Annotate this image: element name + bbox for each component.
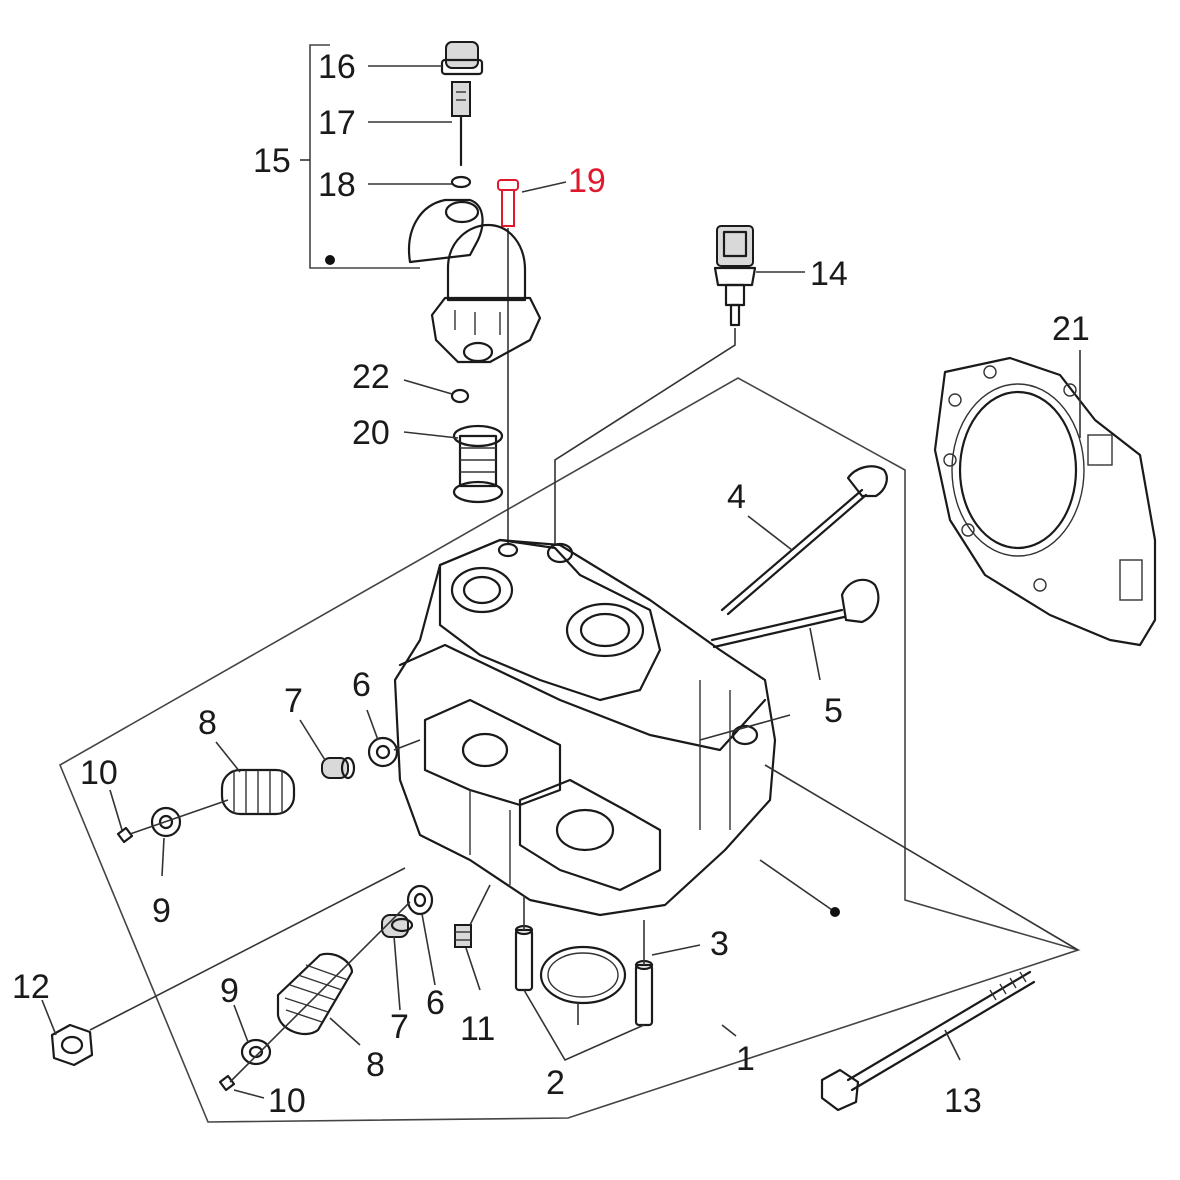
- callout-7-upper: 7: [284, 682, 303, 720]
- valve-seal-part-6-lower: [406, 884, 434, 916]
- leader-6-lower: [421, 913, 436, 986]
- pin-part-11: [454, 924, 472, 948]
- callout-9-lower: 9: [220, 972, 239, 1010]
- leader-22: [403, 379, 453, 395]
- lower-valve-axis: [229, 901, 411, 1083]
- thermostat-housing: [407, 198, 542, 364]
- callout-19: 19: [568, 162, 606, 200]
- leader-10-upper: [109, 789, 123, 831]
- callout-1: 1: [736, 1040, 755, 1078]
- thermostat-group-bracket: [309, 44, 420, 269]
- dowel-pin-part-2-left: [514, 924, 534, 992]
- cylinder-head-part-1: [393, 538, 777, 917]
- cap-part-16: [440, 41, 484, 76]
- cylinder-head-assembly-frame: [58, 377, 1081, 1123]
- callout-20: 20: [352, 414, 390, 452]
- spring-retainer-part-9-lower: [240, 1038, 272, 1066]
- callout-5: 5: [824, 692, 843, 730]
- bleed-screw-part-17: [451, 81, 471, 167]
- o-ring-part-3-inner: [547, 952, 619, 998]
- callout-21: 21: [1052, 310, 1090, 348]
- dowel-pin-part-2-right: [634, 959, 654, 1027]
- head-right-tick: [699, 714, 791, 741]
- pin-11-axis: [469, 884, 491, 926]
- leader-9-lower: [233, 1004, 249, 1043]
- leader-8-upper: [215, 741, 241, 773]
- callout-2: 2: [546, 1064, 565, 1102]
- leader-20: [403, 431, 459, 439]
- valve-guide-seal-part-7-lower: [381, 914, 414, 938]
- callout-7-lower: 7: [390, 1008, 409, 1046]
- leader-7-upper: [299, 719, 326, 761]
- callout-4: 4: [727, 478, 746, 516]
- leader-13: [944, 1029, 961, 1061]
- valve-guide-seal-part-7-upper: [321, 756, 356, 780]
- nut-12-leader: [89, 867, 406, 1031]
- temperature-sensor-part-14: [713, 225, 757, 327]
- spring-retainer-part-9-upper: [150, 806, 182, 838]
- callout-3: 3: [710, 925, 729, 963]
- bolt-part-19: [497, 179, 519, 227]
- callout-18: 18: [318, 166, 356, 204]
- valve-key-part-10-lower: [218, 1074, 236, 1092]
- callout-8-lower: 8: [366, 1046, 385, 1084]
- bracket-dot: [325, 255, 335, 265]
- callout-16: 16: [318, 48, 356, 86]
- leader-12: [41, 999, 57, 1036]
- callout-14: 14: [810, 255, 848, 293]
- callout-10-lower: 10: [268, 1082, 306, 1120]
- leader-5: [809, 627, 821, 681]
- callout-6-upper: 6: [352, 666, 371, 704]
- leader-6-upper: [366, 709, 379, 741]
- sensor-14-axis: [554, 328, 736, 545]
- valve-seal-part-6-upper: [367, 736, 399, 768]
- thermostat-part-20: [452, 424, 504, 504]
- leader-7-lower: [393, 935, 401, 1011]
- head-dot: [830, 907, 840, 917]
- callout-15: 15: [253, 142, 291, 180]
- leader-11: [465, 947, 481, 991]
- callout-9-upper: 9: [152, 892, 171, 930]
- valve-key-part-10-upper: [116, 826, 134, 844]
- leader-8-lower: [329, 1017, 361, 1046]
- valve-spring-part-8-upper: [220, 768, 296, 816]
- leader-19: [521, 181, 567, 193]
- leader-2: [523, 989, 645, 1062]
- callout-22: 22: [352, 358, 390, 396]
- head-to-frame-line: [764, 764, 1079, 951]
- washer-part-18: [450, 175, 472, 189]
- callout-8-upper: 8: [198, 704, 217, 742]
- leader-3: [651, 944, 701, 956]
- o-ring-part-22: [450, 388, 470, 404]
- long-bolt-part-13: [820, 970, 1036, 1112]
- callout-17: 17: [318, 104, 356, 142]
- leader-4: [747, 515, 793, 551]
- head-gasket-part-21: [933, 356, 1157, 647]
- leader-10-lower: [233, 1089, 265, 1099]
- upper-valve-axis-end: [393, 739, 421, 751]
- callout-12: 12: [12, 968, 50, 1006]
- valve-part-5: [710, 578, 880, 649]
- leader-1: [721, 1024, 737, 1037]
- valve-part-4: [720, 465, 888, 616]
- o-ring-part-3: [539, 945, 627, 1005]
- callout-6-lower: 6: [426, 984, 445, 1022]
- callout-11: 11: [460, 1010, 495, 1048]
- nut-part-12: [50, 1023, 94, 1067]
- upper-valve-axis: [129, 799, 229, 835]
- callout-13: 13: [944, 1082, 982, 1120]
- callout-10-upper: 10: [80, 754, 118, 792]
- leader-9-upper: [161, 837, 165, 877]
- head-dot-leader: [759, 859, 836, 913]
